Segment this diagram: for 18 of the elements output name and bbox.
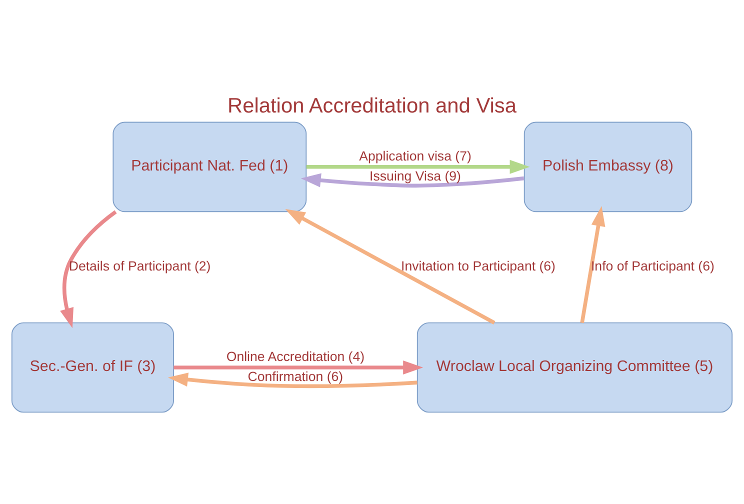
node-box: Polish Embassy (8)	[524, 122, 692, 212]
arrow	[580, 206, 606, 324]
edge-label: Invitation to Participant (6)	[401, 258, 556, 274]
arrow	[174, 360, 424, 375]
edge-label: Application visa (7)	[359, 148, 472, 164]
node-box: Wroclaw Local Organizing Committee (5)	[416, 322, 733, 413]
arrow	[60, 210, 117, 328]
arrow	[168, 372, 418, 388]
arrow	[300, 173, 524, 188]
edge-label: Details of Participant (2)	[68, 258, 211, 274]
edge-label: Online Accreditation (4)	[226, 349, 365, 364]
diagram-title: Relation Accreditation and Visa	[227, 94, 517, 118]
edge-label: Issuing Visa (9)	[370, 168, 461, 184]
node-box: Sec.-Gen. of IF (3)	[11, 322, 174, 413]
node-box: Participant Nat. Fed (1)	[112, 122, 307, 212]
arrow	[306, 160, 530, 174]
arrow	[285, 208, 496, 324]
edge-label: Confirmation (6)	[248, 369, 344, 384]
